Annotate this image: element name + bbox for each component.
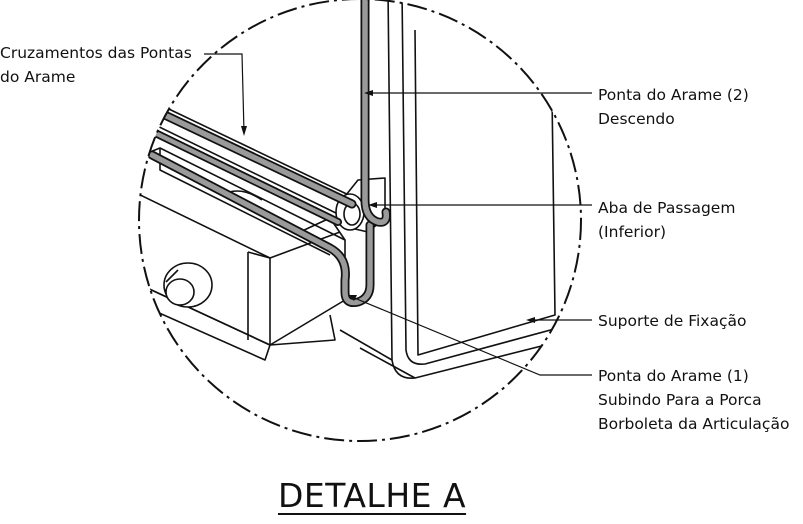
callout-ponta1-line2: Subindo Para a Porca <box>598 391 762 409</box>
callout-aba: Aba de Passagem (Inferior) <box>598 196 735 244</box>
wire-end-1 <box>147 150 375 307</box>
callout-suporte-line1: Suporte de Fixação <box>598 312 747 330</box>
detail-circle <box>138 0 582 442</box>
lower-housing <box>139 147 346 361</box>
callout-aba-line1: Aba de Passagem <box>598 199 736 217</box>
callout-ponta2-line2: Descendo <box>598 110 675 128</box>
round-knob-icon <box>163 262 213 308</box>
leader-ponta1 <box>351 296 592 376</box>
callout-cruzamentos-line1: Cruzamentos das Pontas <box>0 44 192 62</box>
wire-end-2 <box>360 0 391 227</box>
callout-ponta1-line3: Borboleta da Articulação <box>598 415 790 433</box>
callout-aba-line2: (Inferior) <box>598 223 667 241</box>
callout-cruzamentos-line2: do Arame <box>0 68 76 86</box>
callout-cruzamentos: Cruzamentos das Pontas do Arame <box>0 41 192 89</box>
callout-ponta1: Ponta do Arame (1) Subindo Para a Porca … <box>598 364 789 436</box>
callout-ponta2: Ponta do Arame (2) Descendo <box>598 83 749 131</box>
leader-cruzamentos <box>204 53 245 133</box>
wire-crossing <box>141 103 357 226</box>
detail-title: DETALHE A <box>278 476 467 515</box>
leader-arrowheads <box>241 90 535 323</box>
callout-ponta2-line1: Ponta do Arame (2) <box>598 86 749 104</box>
callout-suporte: Suporte de Fixação <box>598 309 746 333</box>
leader-lines <box>204 53 592 376</box>
callout-ponta1-line1: Ponta do Arame (1) <box>598 367 749 385</box>
